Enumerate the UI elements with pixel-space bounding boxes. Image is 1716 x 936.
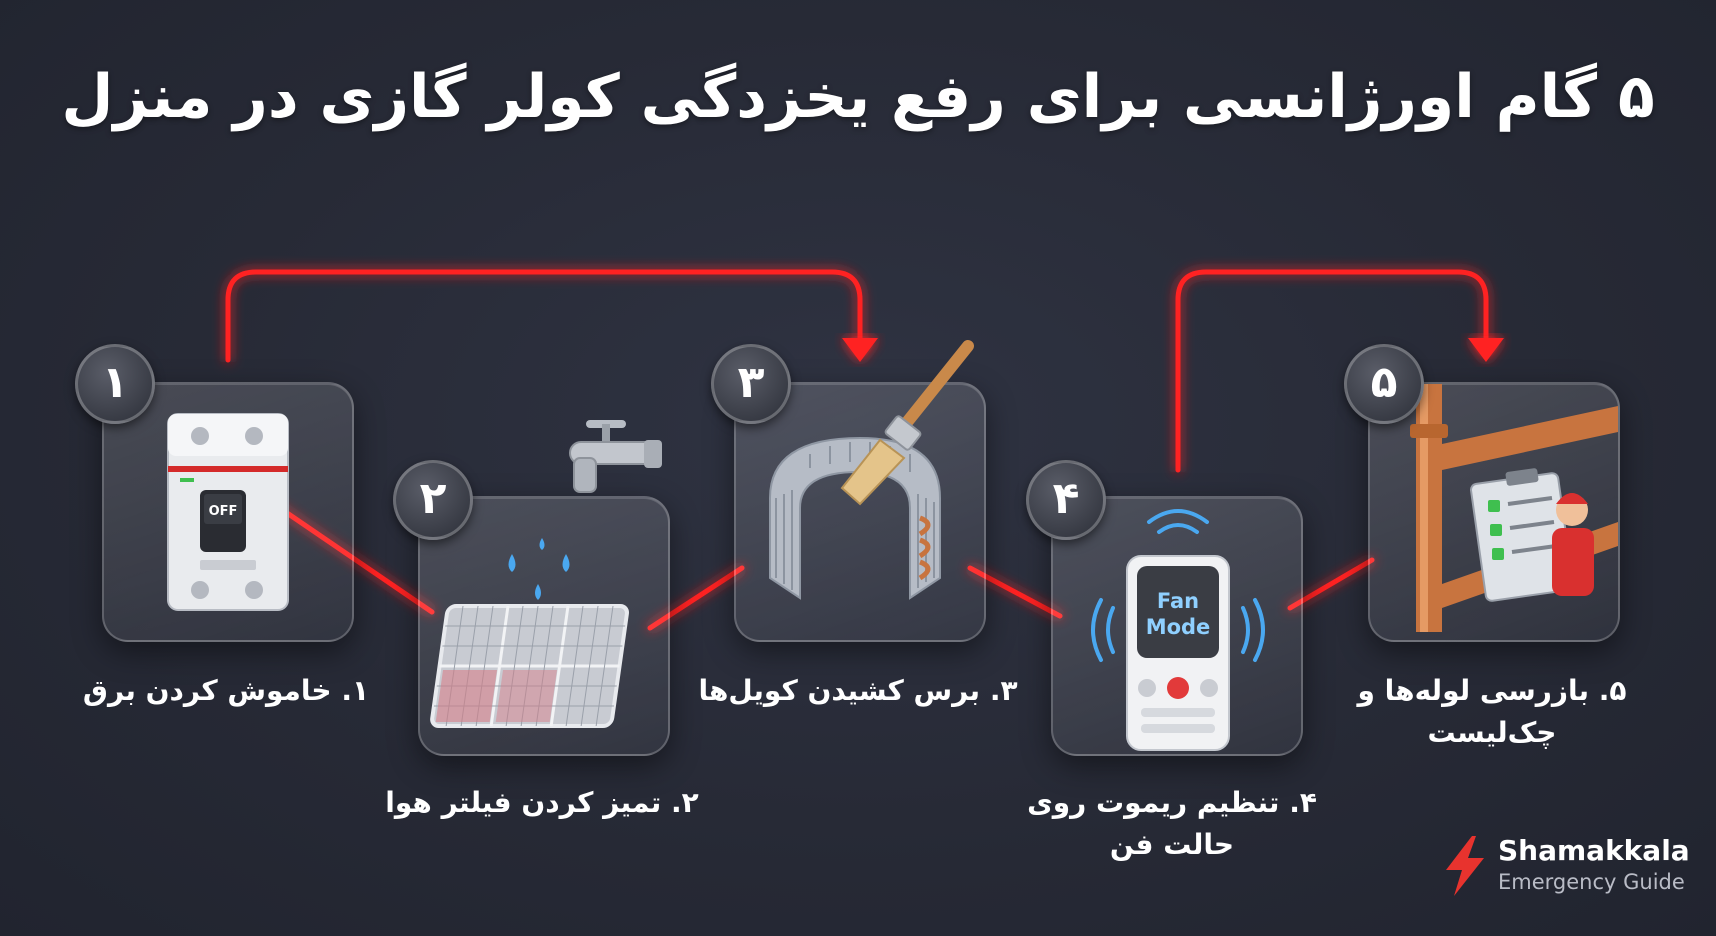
coil-brush-icon: [769, 436, 941, 600]
brand-name: Shamakkala: [1498, 834, 1690, 867]
connector-3-4: [967, 565, 1063, 619]
pipes-checklist-icon: [1410, 384, 1618, 632]
page-title: ۵ گام اورژانسی برای رفع یخزدگی کولر گازی…: [61, 62, 1655, 132]
arrow-head-5: [1468, 338, 1504, 362]
arrow-head-3: [842, 338, 878, 362]
step-2-label: ۲. تمیز کردن فیلتر هوا: [385, 786, 699, 819]
step-1-label: ۱. خاموش کردن برق: [82, 674, 370, 707]
step-4-label: ۴. تنظیم ریموت روی حالت فن: [1027, 786, 1317, 861]
step-5-card: [1368, 382, 1620, 642]
circuit-breaker-icon: OFF: [167, 413, 289, 611]
brand-subtitle: Emergency Guide: [1498, 870, 1685, 894]
paint-brush-icon: [840, 340, 974, 506]
step-4-card: Fan Mode: [1051, 496, 1303, 756]
step-4-badge: ۴: [1026, 460, 1106, 540]
connector-4-5: [1287, 557, 1375, 611]
step-2-card: [418, 496, 670, 756]
step-5-label: ۵. بازرسی لوله‌ها و چک‌لیست: [1357, 674, 1627, 749]
step-3-label: ۳. برس کشیدن کویل‌ها: [698, 674, 1018, 707]
step-3-badge: ۳: [711, 344, 791, 424]
step-5-badge: ۵: [1344, 344, 1424, 424]
step-1-badge: ۱: [75, 344, 155, 424]
step-2-badge: ۲: [393, 460, 473, 540]
step-1-card: OFF: [102, 382, 354, 642]
remote-control-icon: Fan Mode: [1091, 509, 1265, 751]
faucet-icon: [569, 420, 662, 493]
connector-2-3: [647, 565, 745, 631]
arrow-4-to-5: [1175, 269, 1489, 473]
arrow-1-to-3: [225, 269, 863, 363]
remote-screen-fan: Fan: [1157, 589, 1199, 613]
switch-off-label: OFF: [209, 504, 238, 519]
remote-screen-mode: Mode: [1146, 615, 1211, 639]
lightning-bolt-icon: [1446, 836, 1484, 896]
connector-1-2: [265, 497, 435, 615]
faucet-filter-icon: [430, 538, 629, 728]
step-3-card: [734, 382, 986, 642]
